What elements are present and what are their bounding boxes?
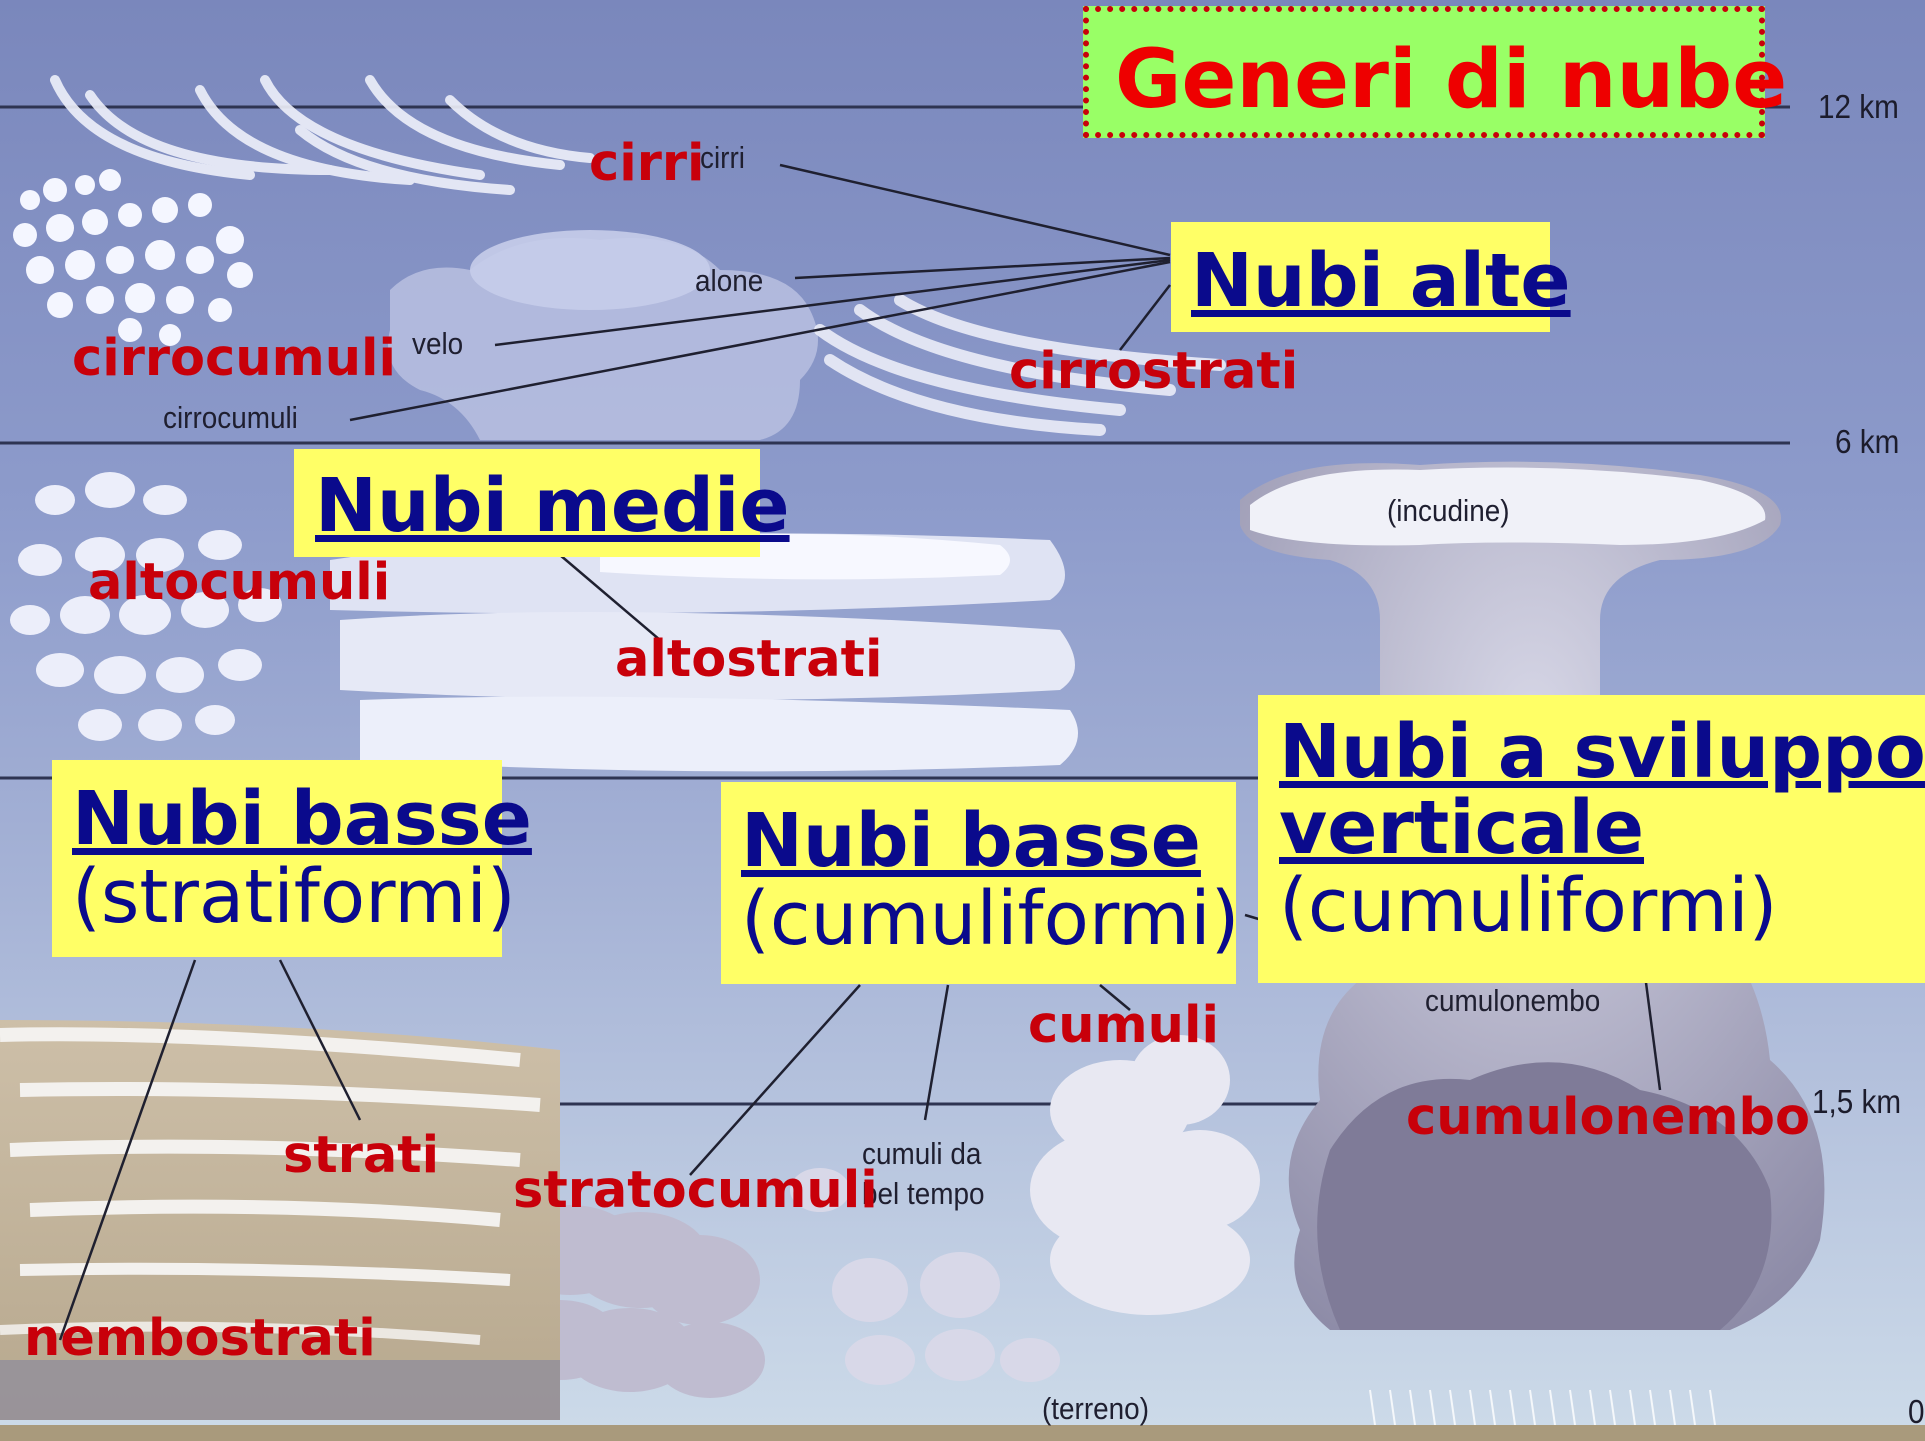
genus-label-stratocumuli: stratocumuli	[513, 1165, 878, 1216]
group-heading-high: Nubi alte	[1191, 244, 1550, 318]
group-heading-vertical-line1: Nubi a sviluppo	[1279, 715, 1925, 789]
small-label-cumuli-bel-tempo-1: cumuli da	[862, 1138, 981, 1169]
ground	[0, 1425, 1925, 1441]
genus-label-cumuli: cumuli	[1028, 1000, 1219, 1051]
title-box: Generi di nube	[1083, 6, 1765, 138]
genus-label-cumulonembo: cumulonembo	[1406, 1092, 1810, 1143]
altitude-label-ground: 0	[1908, 1395, 1925, 1428]
altitude-label-12km: 12 km	[1818, 90, 1899, 123]
small-label-incudine: (incudine)	[1387, 495, 1510, 526]
group-box-middle: Nubi medie	[294, 449, 760, 557]
diagram-title: Generi di nube	[1115, 40, 1787, 121]
genus-label-cirri: cirri	[589, 138, 705, 189]
altitude-label-1-5km: 1,5 km	[1812, 1085, 1901, 1118]
genus-label-altocumuli: altocumuli	[88, 557, 390, 608]
genus-label-strati: strati	[283, 1130, 439, 1181]
genus-label-altostrati: altostrati	[615, 634, 882, 685]
group-sub-vertical: (cumuliformi)	[1279, 869, 1925, 943]
group-sub-low-stratiform: (stratiformi)	[72, 860, 502, 934]
small-label-cirri: cirri	[700, 142, 745, 173]
small-label-cumulonembo: cumulonembo	[1425, 985, 1600, 1016]
group-box-high: Nubi alte	[1171, 222, 1550, 332]
group-box-vertical: Nubi a sviluppo verticale (cumuliformi)	[1258, 695, 1925, 983]
group-box-low-cumuliform: Nubi basse (cumuliformi)	[721, 782, 1236, 984]
group-heading-low-cumuliform: Nubi basse	[741, 804, 1236, 878]
small-label-terreno: (terreno)	[1042, 1393, 1149, 1424]
small-label-cirrocumuli: cirrocumuli	[163, 402, 298, 433]
group-heading-vertical-line2: verticale	[1279, 791, 1925, 865]
group-box-low-stratiform: Nubi basse (stratiformi)	[52, 760, 502, 957]
small-label-cumuli-bel-tempo-2: bel tempo	[862, 1178, 985, 1209]
altitude-label-6km: 6 km	[1835, 425, 1899, 458]
small-label-alone: alone	[695, 265, 763, 296]
group-sub-low-cumuliform: (cumuliformi)	[741, 882, 1236, 956]
group-heading-low-stratiform: Nubi basse	[72, 782, 502, 856]
genus-label-nembostrati: nembostrati	[24, 1313, 376, 1364]
genus-label-cirrostrati: cirrostrati	[1009, 346, 1298, 397]
small-label-velo: velo	[412, 328, 463, 359]
genus-label-cirrocumuli: cirrocumuli	[72, 333, 396, 384]
group-heading-middle: Nubi medie	[315, 469, 760, 543]
